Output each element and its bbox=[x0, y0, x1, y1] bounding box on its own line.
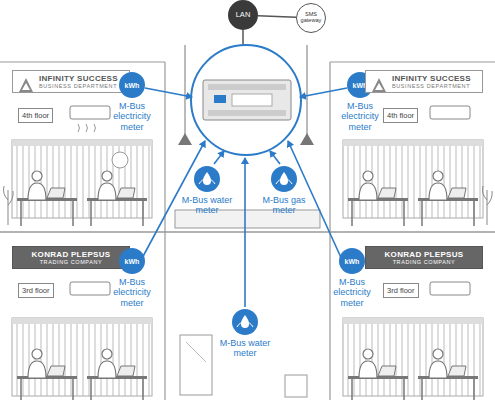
water-meter-icon bbox=[232, 309, 258, 335]
meter-label: M-Bus gas meter bbox=[252, 195, 316, 216]
floor-node: 4th floor bbox=[383, 108, 418, 123]
circle-label: SMS gateway bbox=[298, 12, 324, 24]
signdark-node: KONRAD PLEPSUSTRADING COMPANY bbox=[12, 246, 130, 269]
company-name: KONRAD PLEPSUS bbox=[385, 250, 464, 259]
sign-node: INFINITY SUCCESSBUSINESS DEPARTMENT bbox=[12, 70, 130, 93]
mbus-arrow bbox=[140, 88, 347, 307]
company-subtitle: BUSINESS DEPARTMENT bbox=[392, 83, 478, 89]
floor-label: 3rd floor bbox=[22, 286, 50, 295]
water-node: M-Bus water meter bbox=[175, 166, 239, 216]
meter-label: M-Bus electricity meter bbox=[329, 101, 391, 132]
meter-label: M-Bus water meter bbox=[213, 338, 277, 359]
gas-node: M-Bus gas meter bbox=[252, 166, 316, 216]
water-node: M-Bus water meter bbox=[213, 309, 277, 359]
gas-meter-icon bbox=[271, 166, 297, 192]
floor-node: 4th floor bbox=[18, 108, 53, 123]
company-logo bbox=[18, 77, 34, 93]
unit-label: kWh bbox=[345, 258, 360, 265]
unit-label: kWh bbox=[125, 82, 140, 89]
sign-node: INFINITY SUCCESSBUSINESS DEPARTMENT bbox=[365, 70, 483, 93]
circle-label: LAN bbox=[230, 11, 256, 19]
sms-node: SMS gateway bbox=[296, 3, 326, 33]
meter-label: M-Bus electricity meter bbox=[101, 277, 163, 308]
floor-label: 3rd floor bbox=[387, 286, 415, 295]
lan-node: LAN bbox=[228, 0, 258, 30]
floor-node: 3rd floor bbox=[383, 283, 419, 298]
meter-label: M-Bus electricity meter bbox=[321, 277, 383, 308]
signdark-node: KONRAD PLEPSUSTRADING COMPANY bbox=[365, 246, 483, 269]
electricity-meter-icon: kWh bbox=[339, 248, 365, 274]
electricity-meter-icon: kWh bbox=[119, 248, 145, 274]
company-subtitle: TRADING COMPANY bbox=[40, 259, 103, 265]
floor-label: 4th floor bbox=[387, 111, 414, 120]
unit-label: kWh bbox=[125, 258, 140, 265]
meter-node: kWhM-Bus electricity meter bbox=[101, 72, 163, 132]
floor-label: 4th floor bbox=[22, 111, 49, 120]
meter-label: M-Bus water meter bbox=[175, 195, 239, 216]
company-subtitle: TRADING COMPANY bbox=[393, 259, 456, 265]
electricity-meter-icon: kWh bbox=[119, 72, 145, 98]
floor-node: 3rd floor bbox=[18, 283, 54, 298]
company-name: INFINITY SUCCESS bbox=[392, 74, 478, 83]
company-name: INFINITY SUCCESS bbox=[39, 74, 125, 83]
water-meter-icon bbox=[194, 166, 220, 192]
meter-label: M-Bus electricity meter bbox=[101, 101, 163, 132]
company-logo bbox=[371, 77, 387, 93]
company-name: KONRAD PLEPSUS bbox=[32, 250, 111, 259]
concentrator-device bbox=[203, 80, 291, 120]
meter-node: kWhM-Bus electricity meter bbox=[101, 248, 163, 308]
company-subtitle: BUSINESS DEPARTMENT bbox=[39, 83, 125, 89]
network-link bbox=[258, 16, 296, 18]
